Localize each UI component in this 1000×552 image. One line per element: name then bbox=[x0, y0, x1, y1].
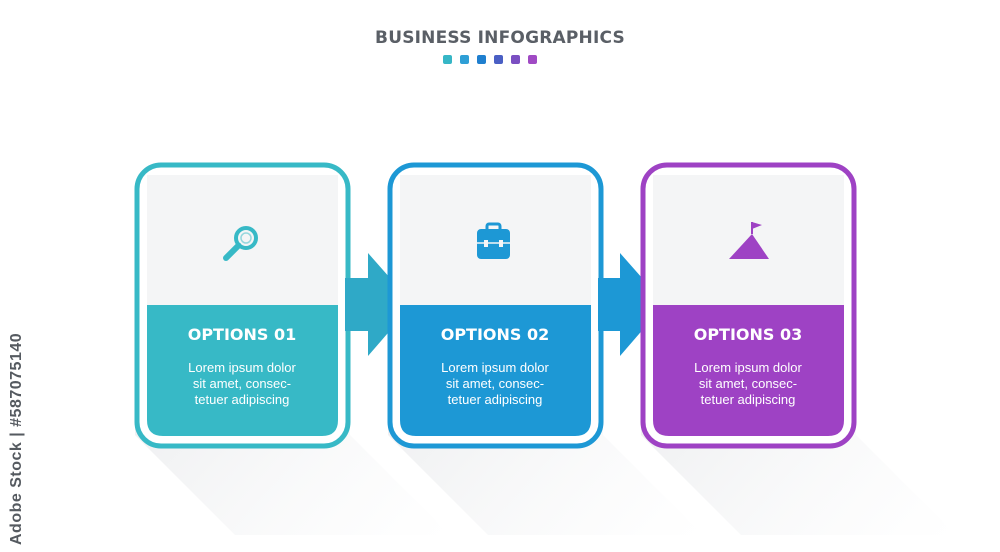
card-bottom-panel bbox=[400, 305, 591, 436]
step-description-1: Lorem ipsum dolor sit amet, consec- tetu… bbox=[152, 360, 332, 408]
step-title-1: OPTIONS 01 bbox=[187, 325, 297, 344]
step-description-line: tetuer adipiscing bbox=[447, 392, 543, 407]
stock-watermark: Adobe Stock | #587075140 bbox=[8, 332, 25, 545]
color-dot bbox=[494, 55, 503, 64]
arrow-connector-2 bbox=[598, 253, 665, 356]
step-description-line: sit amet, consec- bbox=[445, 376, 545, 391]
step-description-line: sit amet, consec- bbox=[698, 376, 798, 391]
step-description-line: Lorem ipsum dolor bbox=[188, 360, 296, 375]
card-bottom-panel bbox=[653, 305, 844, 436]
step-description-line: Lorem ipsum dolor bbox=[694, 360, 802, 375]
step-description-line: Lorem ipsum dolor bbox=[441, 360, 549, 375]
magnifier-icon bbox=[223, 226, 258, 261]
briefcase-icon bbox=[477, 222, 510, 259]
color-dot bbox=[511, 55, 520, 64]
step-description-3: Lorem ipsum dolor sit amet, consec- tetu… bbox=[658, 360, 838, 408]
step-card-2 bbox=[387, 162, 604, 449]
step-description-line: tetuer adipiscing bbox=[700, 392, 796, 407]
color-dot bbox=[477, 55, 486, 64]
step-description-line: tetuer adipiscing bbox=[194, 392, 290, 407]
mountain-flag-icon bbox=[729, 222, 769, 259]
step-description-line: sit amet, consec- bbox=[192, 376, 292, 391]
color-dot bbox=[528, 55, 537, 64]
color-dots bbox=[443, 55, 537, 64]
step-description-2: Lorem ipsum dolor sit amet, consec- tetu… bbox=[405, 360, 585, 408]
card-top-panel bbox=[147, 175, 338, 305]
color-dot bbox=[443, 55, 452, 64]
step-title-3: OPTIONS 03 bbox=[693, 325, 803, 344]
infographic-title: BUSINESS INFOGRAPHICS bbox=[375, 28, 625, 48]
step-card-1 bbox=[134, 162, 351, 449]
step-title-2: OPTIONS 02 bbox=[440, 325, 550, 344]
step-card-3 bbox=[640, 162, 857, 449]
card-bottom-panel bbox=[147, 305, 338, 436]
color-dot bbox=[460, 55, 469, 64]
arrow-connector-1 bbox=[345, 253, 413, 356]
